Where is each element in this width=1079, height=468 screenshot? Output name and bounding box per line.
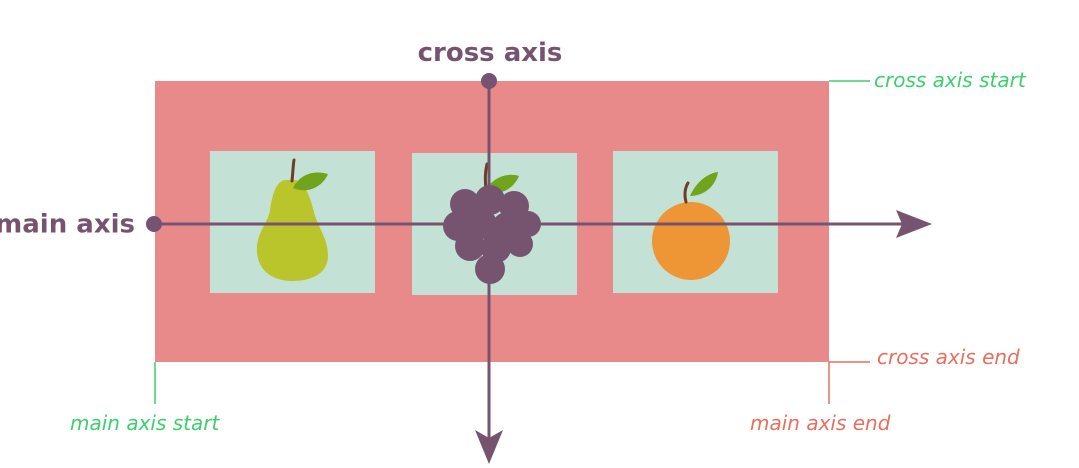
- orange-icon: [652, 172, 730, 280]
- cross-axis-end-label: cross axis end: [877, 345, 1020, 369]
- main-axis-arrow: [146, 210, 932, 238]
- main-axis-end-label: main axis end: [750, 411, 891, 435]
- cross-axis-arrow: [475, 73, 503, 464]
- pear-icon: [256, 158, 328, 281]
- cross-axis-title: cross axis: [418, 38, 563, 68]
- main-axis-title: main axis: [0, 210, 135, 240]
- cross-axis-start-label: cross axis start: [874, 68, 1027, 92]
- main-axis-start-label: main axis start: [70, 411, 220, 435]
